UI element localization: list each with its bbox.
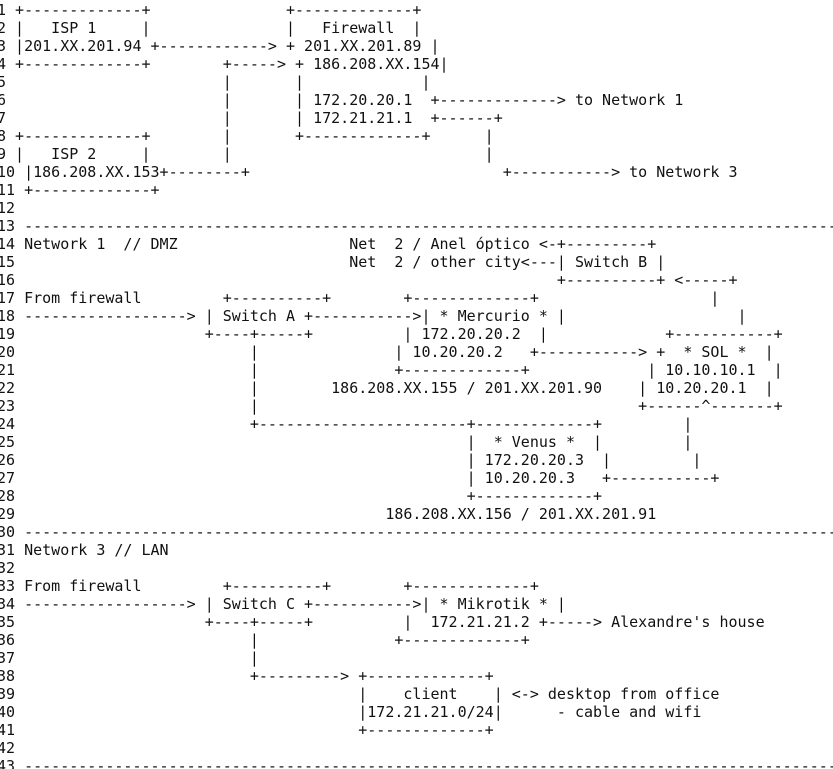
diagram-line: 38 +---------> +-------------+: [0, 667, 494, 685]
diagram-line: 17 From firewall +----------+ +---------…: [0, 289, 720, 307]
diagram-line: 40 |172.21.21.0/24| - cable and wifi: [0, 703, 702, 721]
diagram-line: 29 186.208.XX.156 / 201.XX.201.91: [0, 505, 657, 523]
diagram-line: 23 | +------^-------+: [0, 397, 783, 415]
diagram-line: 15 Net 2 / other city<---| Switch B |: [0, 253, 666, 271]
diagram-line: 36 | +-------------+: [0, 631, 530, 649]
diagram-line: 20 | | 10.20.20.2 +-----------> + * SOL …: [0, 343, 774, 361]
diagram-line: 19 +----+-----+ | 172.20.20.2 | +-------…: [0, 325, 783, 343]
diagram-line: 34 ------------------> | Switch C +-----…: [0, 595, 566, 613]
diagram-line: 37 |: [0, 649, 259, 667]
diagram-line: 42: [0, 739, 16, 757]
diagram-line: 26 | 172.20.20.3 | |: [0, 451, 702, 469]
diagram-line: 21 | +-------------+ | 10.10.10.1 |: [0, 361, 783, 379]
diagram-line: 25 | * Venus * | |: [0, 433, 693, 451]
diagram-line: 6 | | 172.20.20.1 +-------------> to Net…: [0, 91, 684, 109]
section-separator: 13 -------------------------------------…: [0, 217, 833, 235]
diagram-line: 27 | 10.20.20.3 +-----------+: [0, 469, 720, 487]
diagram-line: 9 | ISP 2 | | |: [0, 145, 494, 163]
diagram-line: 1 +-------------+ +-------------+: [0, 1, 422, 19]
diagram-line: 10 |186.208.XX.153+--------+ +----------…: [0, 163, 738, 181]
diagram-line: 31 Network 3 // LAN: [0, 541, 169, 559]
section-separator: 30 -------------------------------------…: [0, 523, 833, 541]
diagram-line: 2 | ISP 1 | | Firewall |: [0, 19, 422, 37]
diagram-line: 14 Network 1 // DMZ Net 2 / Anel óptico …: [0, 235, 657, 253]
diagram-line: 41 +-------------+: [0, 721, 494, 739]
diagram-line: 11 +-------------+: [0, 181, 160, 199]
diagram-line: 35 +----+-----+ | 172.21.21.2 +-----> Al…: [0, 613, 765, 631]
section-separator: 43 -------------------------------------…: [0, 757, 833, 769]
diagram-line: 22 | 186.208.XX.155 / 201.XX.201.90 | 10…: [0, 379, 774, 397]
diagram-line: 32: [0, 559, 16, 577]
diagram-line: 5 | | |: [0, 73, 431, 91]
diagram-line: 4 +-------------+ +-----> + 186.208.XX.1…: [0, 55, 449, 73]
diagram-line: 8 +-------------+ | +-------------+ |: [0, 127, 494, 145]
diagram-line: 12: [0, 199, 16, 217]
diagram-line: 24 +-----------------------+------------…: [0, 415, 693, 433]
diagram-line: 39 | client | <-> desktop from office: [0, 685, 720, 703]
diagram-line: 28 +-------------+: [0, 487, 603, 505]
diagram-line: 16 +----------+ <-----+: [0, 271, 738, 289]
diagram-line: 7 | | 172.21.21.1 +------+: [0, 109, 503, 127]
diagram-line: 33 From firewall +----------+ +---------…: [0, 577, 539, 595]
diagram-line: 18 ------------------> | Switch A +-----…: [0, 307, 747, 325]
diagram-line: 3 |201.XX.201.94 +------------> + 201.XX…: [0, 37, 440, 55]
